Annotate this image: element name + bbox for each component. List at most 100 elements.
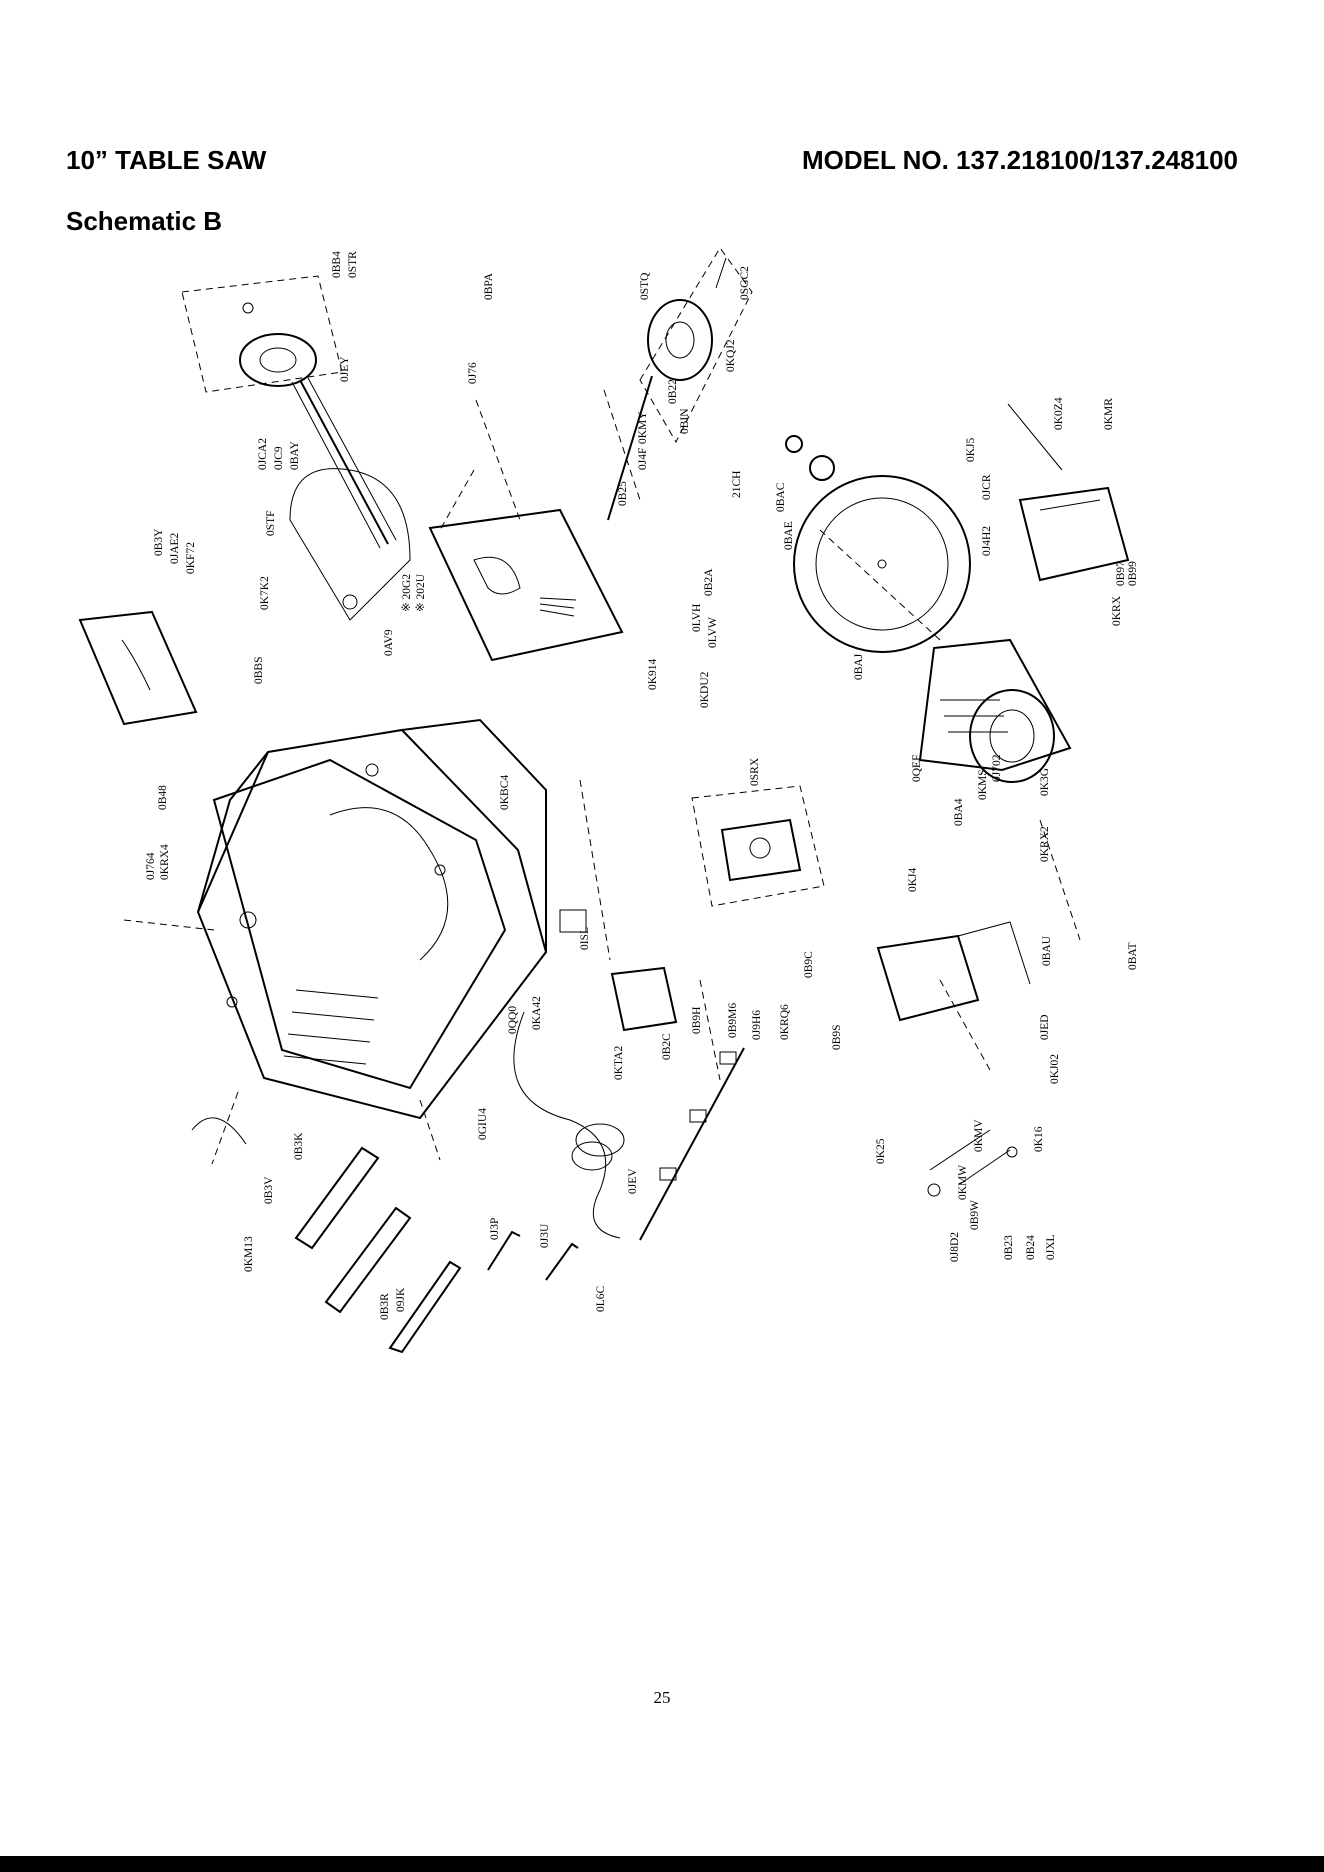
part-label: 0JED	[1039, 1014, 1051, 1040]
part-label: 0B99	[1127, 561, 1139, 586]
part-label: 0STR	[347, 251, 359, 278]
page-number: 25	[653, 1688, 671, 1707]
part-label: 0J3P	[489, 1218, 501, 1240]
part-label: 0KM13	[243, 1236, 255, 1272]
part-label: 0BPA	[483, 272, 495, 300]
part-label: 0KMY	[637, 411, 649, 444]
part-label: 0JCR	[981, 474, 993, 500]
part-label: 0KBC4	[499, 775, 511, 810]
part-label: 0KJ02	[1049, 1054, 1061, 1084]
part-label: 0KJ4	[907, 867, 919, 892]
part-label: 0B9C	[803, 951, 815, 978]
part-label: 0K914	[647, 658, 659, 690]
part-label: 0B9S	[831, 1024, 843, 1050]
part-label: 0SRX	[749, 757, 761, 786]
bevel-handwheel-drawing	[607, 247, 753, 521]
part-label: 0B2A	[703, 568, 715, 596]
part-label: 0KMW	[957, 1165, 969, 1200]
part-label: 0J4H2	[981, 526, 993, 556]
part-label: 0BBS	[253, 657, 265, 685]
part-label: 21CH	[731, 471, 743, 498]
part-label: 0KMR	[1103, 398, 1115, 430]
part-label: 0KA42	[531, 996, 543, 1030]
top-plate-drawing	[428, 508, 624, 662]
part-label: 0BIN	[679, 408, 691, 434]
height-handwheel-drawing	[181, 275, 397, 549]
part-label: 0B9W	[969, 1200, 981, 1230]
base-cabinet-drawing	[196, 718, 548, 1120]
switch-bracket-drawing	[691, 785, 825, 907]
part-label: 0QEF	[911, 755, 923, 782]
part-label: 09JK	[395, 1287, 407, 1312]
part-label: 0K25	[875, 1138, 887, 1164]
part-label: 0BB4	[331, 251, 343, 278]
part-label: 0B3V	[263, 1176, 275, 1204]
part-label: 0K7K2	[259, 576, 271, 610]
part-label: 0BAE	[783, 521, 795, 550]
part-label: 0B3Y	[153, 528, 165, 556]
part-label: 0K3G	[1039, 768, 1051, 796]
part-label: 0KTA2	[613, 1046, 625, 1080]
part-label: 0KRX4	[159, 844, 171, 880]
power-cord-drawing	[513, 1011, 625, 1239]
part-label: 0B22	[667, 379, 679, 404]
part-label: 0BAC	[775, 482, 787, 512]
part-label: ※ 202U	[415, 573, 427, 612]
part-label: 0BAT	[1127, 943, 1139, 970]
part-label: 0KRX2	[1039, 826, 1051, 862]
part-label: 0B25	[617, 481, 629, 506]
riving-bracket-drawing	[876, 921, 1031, 1022]
part-label: 0KRQ6	[779, 1004, 791, 1040]
part-label: 0KJ5	[965, 437, 977, 462]
leader-lines	[123, 389, 1081, 1165]
part-label: 0ISL	[579, 927, 591, 950]
motor-drawing	[918, 638, 1072, 783]
document-title: 10” TABLE SAW	[66, 145, 267, 175]
part-label: 0BAJ	[853, 653, 865, 680]
part-label: 0B9H	[691, 1007, 703, 1034]
bottom-border	[0, 1856, 1324, 1872]
part-label: 0L6C	[595, 1285, 607, 1312]
switch-box-drawing	[559, 909, 678, 1032]
part-label: 0STQ	[639, 272, 651, 300]
part-label: 0JC9	[273, 446, 285, 470]
part-label: 0B48	[157, 785, 169, 810]
part-label: 0K16	[1033, 1126, 1045, 1152]
part-label: 0JEY	[339, 356, 351, 382]
model-number: MODEL NO. 137.218100/137.248100	[801, 145, 1238, 175]
part-label: 0KMV	[973, 1119, 985, 1152]
hex-key-drawing	[487, 1230, 579, 1281]
part-label: 0J4F	[637, 448, 649, 470]
wrench-tools-drawing	[191, 1117, 462, 1354]
part-label: 0JEV	[627, 1168, 639, 1194]
part-label: 0KQJ2	[725, 339, 737, 372]
saw-blade-drawing	[785, 435, 971, 653]
part-label: 0J702	[991, 754, 1003, 782]
part-label: 0B23	[1003, 1235, 1015, 1260]
part-label: 0K0Z4	[1053, 397, 1065, 430]
motor-bracket-drawing	[1007, 403, 1130, 582]
part-label: 0AV9	[383, 629, 395, 656]
part-label: 0QQ0	[507, 1006, 519, 1034]
part-label: 0B24	[1025, 1235, 1037, 1260]
part-label: 0J764	[145, 852, 157, 880]
part-label: 0LVW	[707, 617, 719, 648]
part-label: 0B3K	[293, 1132, 305, 1160]
part-label: 0GIU4	[477, 1108, 489, 1140]
rail-drawing	[639, 1047, 745, 1241]
part-label: 0KRX	[1111, 595, 1123, 626]
part-label: 0JCA2	[257, 438, 269, 470]
schematic-subtitle: Schematic B	[66, 206, 223, 236]
part-label: 0SGC2	[739, 266, 751, 300]
part-label: 0B9M6	[727, 1003, 739, 1038]
part-label: 0BAY	[289, 440, 301, 470]
part-label: 0J76	[467, 362, 479, 384]
part-label: 0J8D2	[949, 1232, 961, 1262]
part-label: 0B3R	[379, 1293, 391, 1320]
part-label: 0J9H6	[751, 1010, 763, 1040]
part-label: 0STF	[265, 510, 277, 536]
part-label: 0B2C	[661, 1033, 673, 1060]
blade-guard-drawing	[289, 468, 411, 621]
